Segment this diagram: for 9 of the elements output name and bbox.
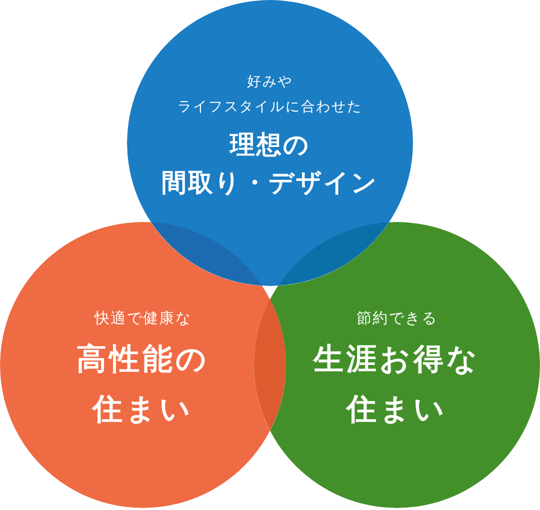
- circle-subtitle: 快適で健康な: [94, 308, 192, 329]
- circle-subtitle: 節約できる: [356, 308, 438, 329]
- overlap-region: [254, 299, 286, 431]
- circle-title: 生涯お得な住まい: [314, 341, 480, 429]
- circle-title: 理想の間取り・デザイン: [162, 129, 378, 199]
- overlap-region: [150, 222, 262, 286]
- circle-subtitle: 好みやライフスタイルに合わせた: [178, 73, 362, 117]
- overlap-region: [278, 222, 390, 286]
- circle-title: 高性能の住まい: [76, 341, 210, 429]
